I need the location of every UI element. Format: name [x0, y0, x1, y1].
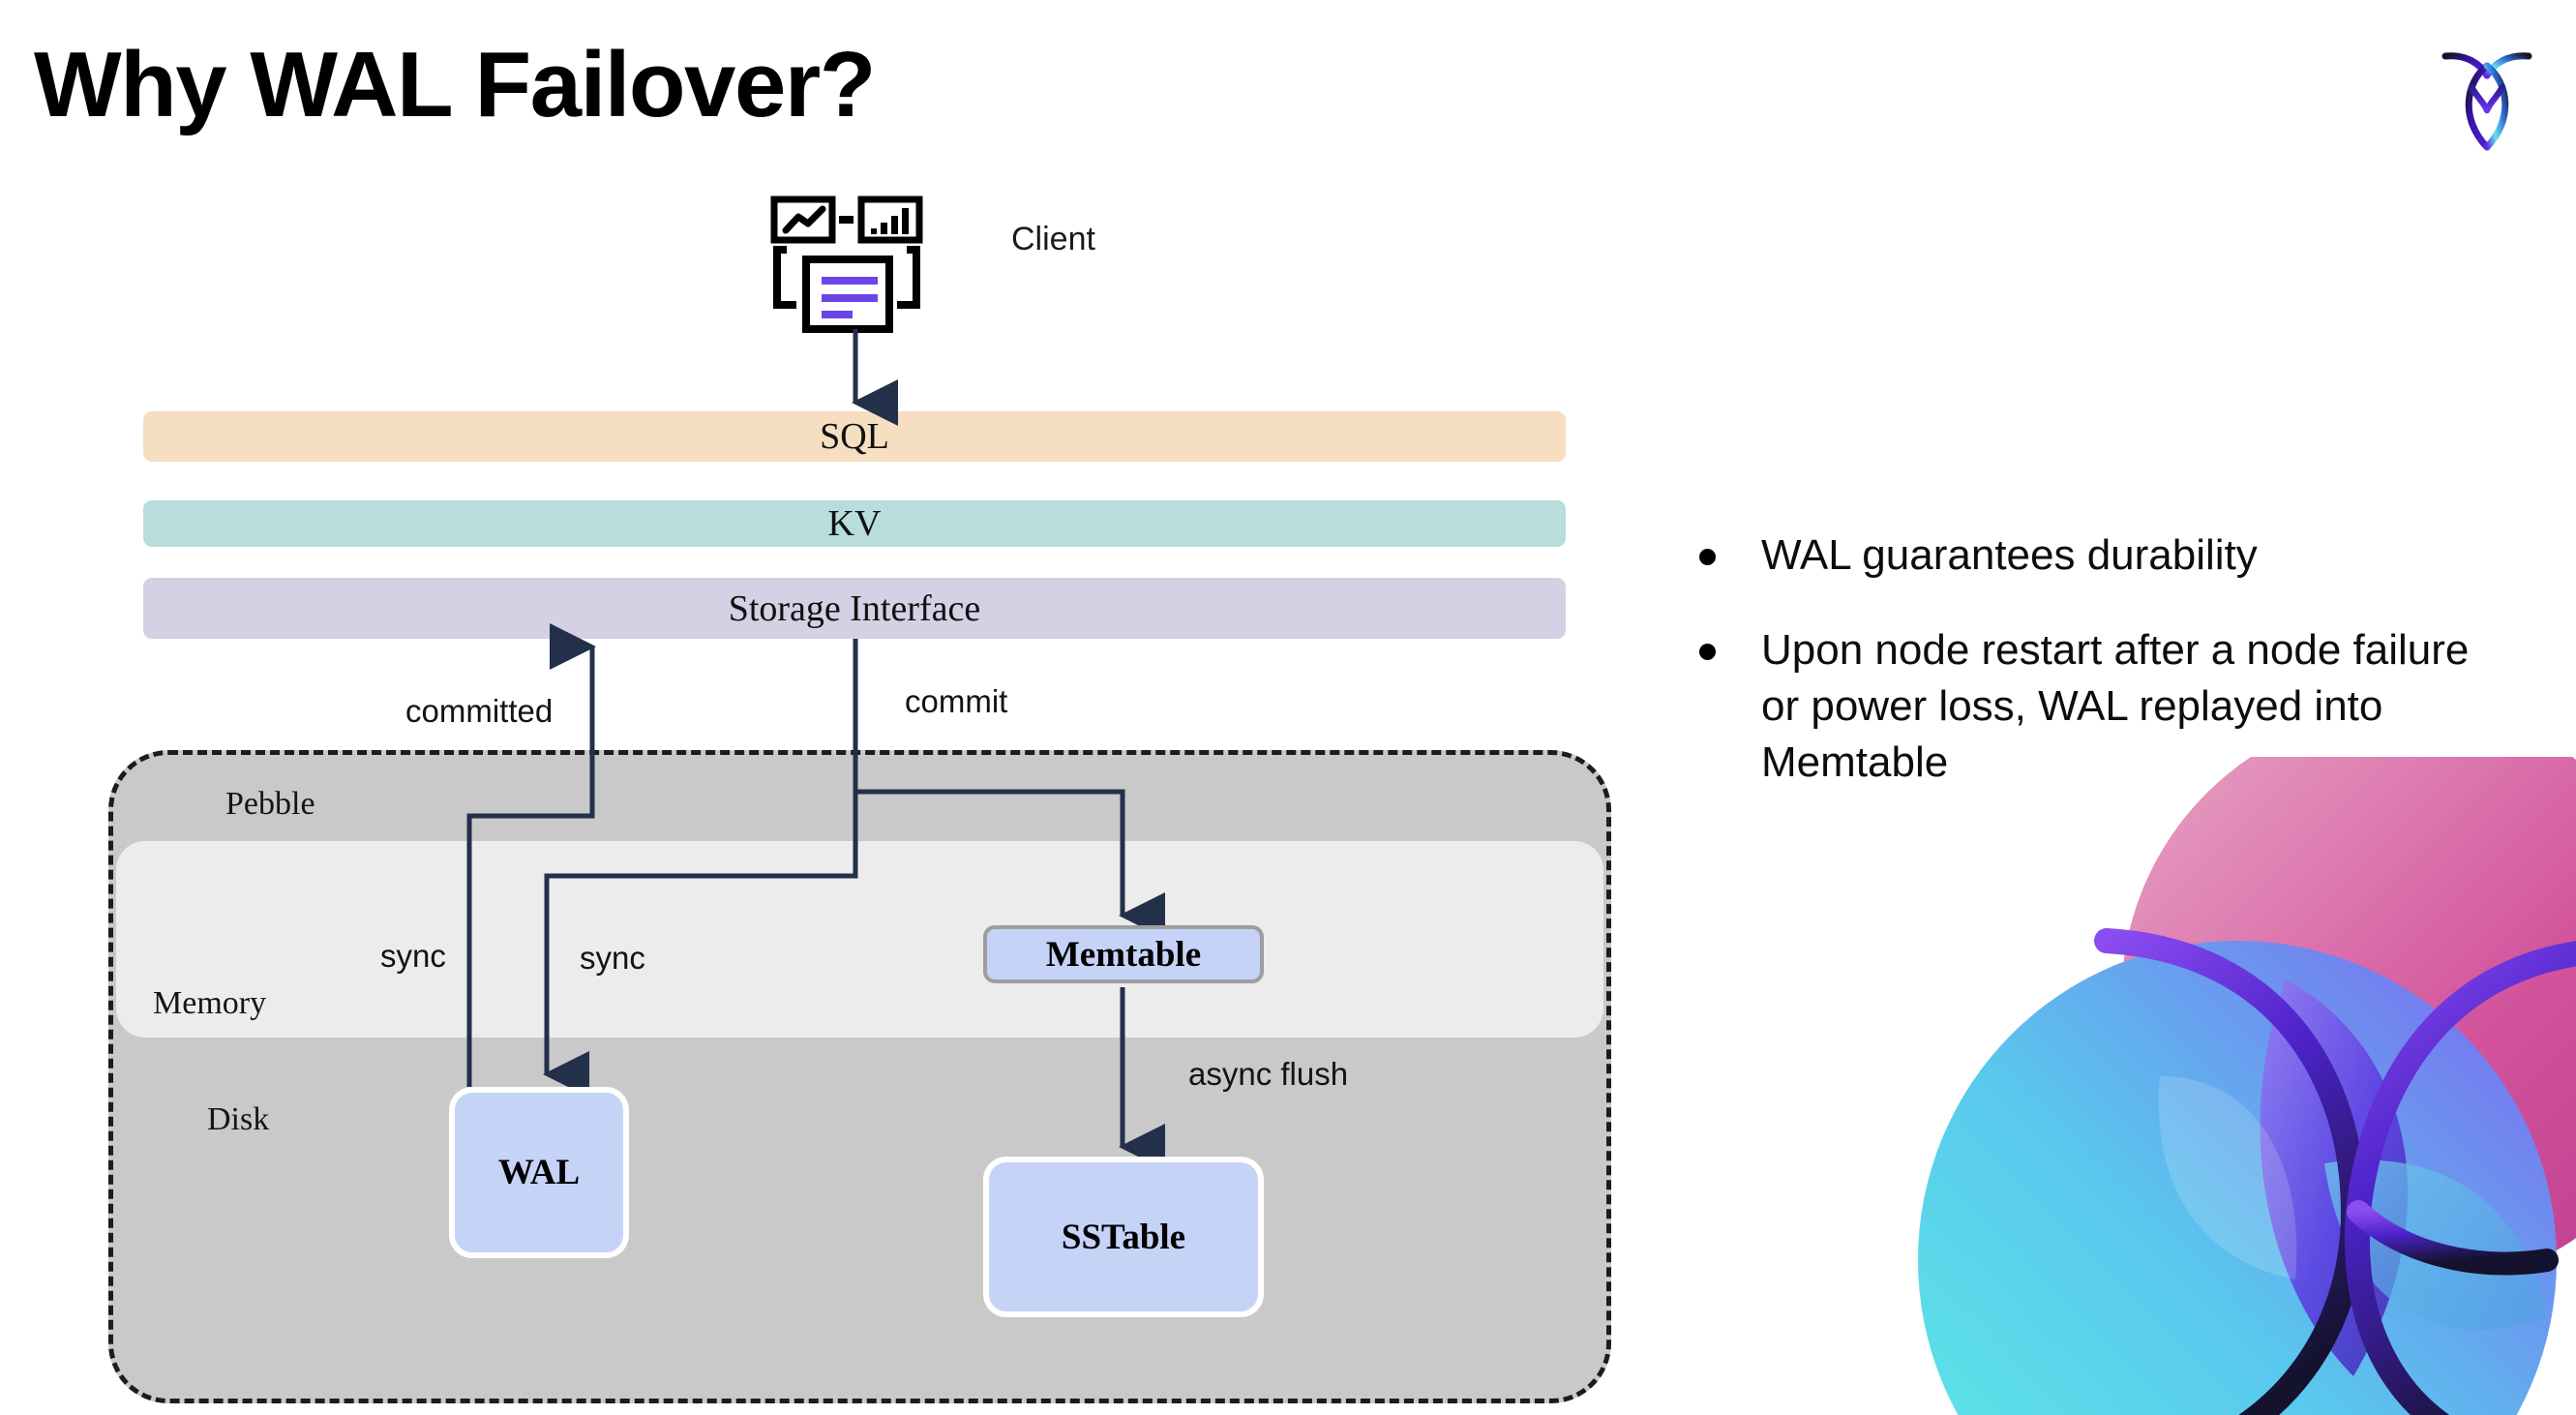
node-label-sstable: SSTable [1061, 1217, 1186, 1257]
client-label: Client [1011, 221, 1095, 257]
cockroachdb-logo [2441, 52, 2532, 151]
node-memtable: Memtable [983, 925, 1264, 983]
edge-label-commit: commit [905, 683, 1008, 719]
layer-label-sql: SQL [820, 416, 889, 457]
page-title: Why WAL Failover? [34, 33, 876, 136]
memory-zone [116, 841, 1603, 1038]
decorative-gradient-art [1918, 757, 2576, 1415]
layer-bar-sql: SQL [143, 411, 1566, 462]
node-sstable: SSTable [983, 1157, 1264, 1317]
layer-label-storage: Storage Interface [728, 587, 981, 629]
client-terminal-icon [770, 196, 923, 333]
node-label-memtable: Memtable [1045, 934, 1202, 975]
edge-label-async-flush: async flush [1188, 1056, 1349, 1092]
layer-bar-storage: Storage Interface [143, 578, 1566, 639]
list-item: Upon node restart after a node failure o… [1699, 622, 2493, 791]
bullet-text: WAL guarantees durability [1761, 531, 2258, 579]
edge-label-sync-right: sync [580, 940, 645, 976]
disk-label: Disk [207, 1101, 270, 1137]
node-label-wal: WAL [497, 1153, 581, 1192]
bullet-dot-icon [1699, 549, 1716, 565]
layer-bar-kv: KV [143, 500, 1566, 547]
node-wal: WAL [449, 1087, 629, 1258]
bullet-text: Upon node restart after a node failure o… [1761, 626, 2470, 787]
layer-label-kv: KV [827, 503, 882, 544]
edge-label-committed: committed [405, 693, 554, 729]
pebble-label: Pebble [225, 786, 315, 822]
edge-label-sync-left: sync [380, 938, 446, 974]
memory-label: Memory [153, 985, 267, 1021]
list-item: WAL guarantees durability [1699, 527, 2493, 584]
bullet-list: WAL guarantees durability Upon node rest… [1699, 527, 2493, 829]
bullet-dot-icon [1699, 644, 1716, 661]
